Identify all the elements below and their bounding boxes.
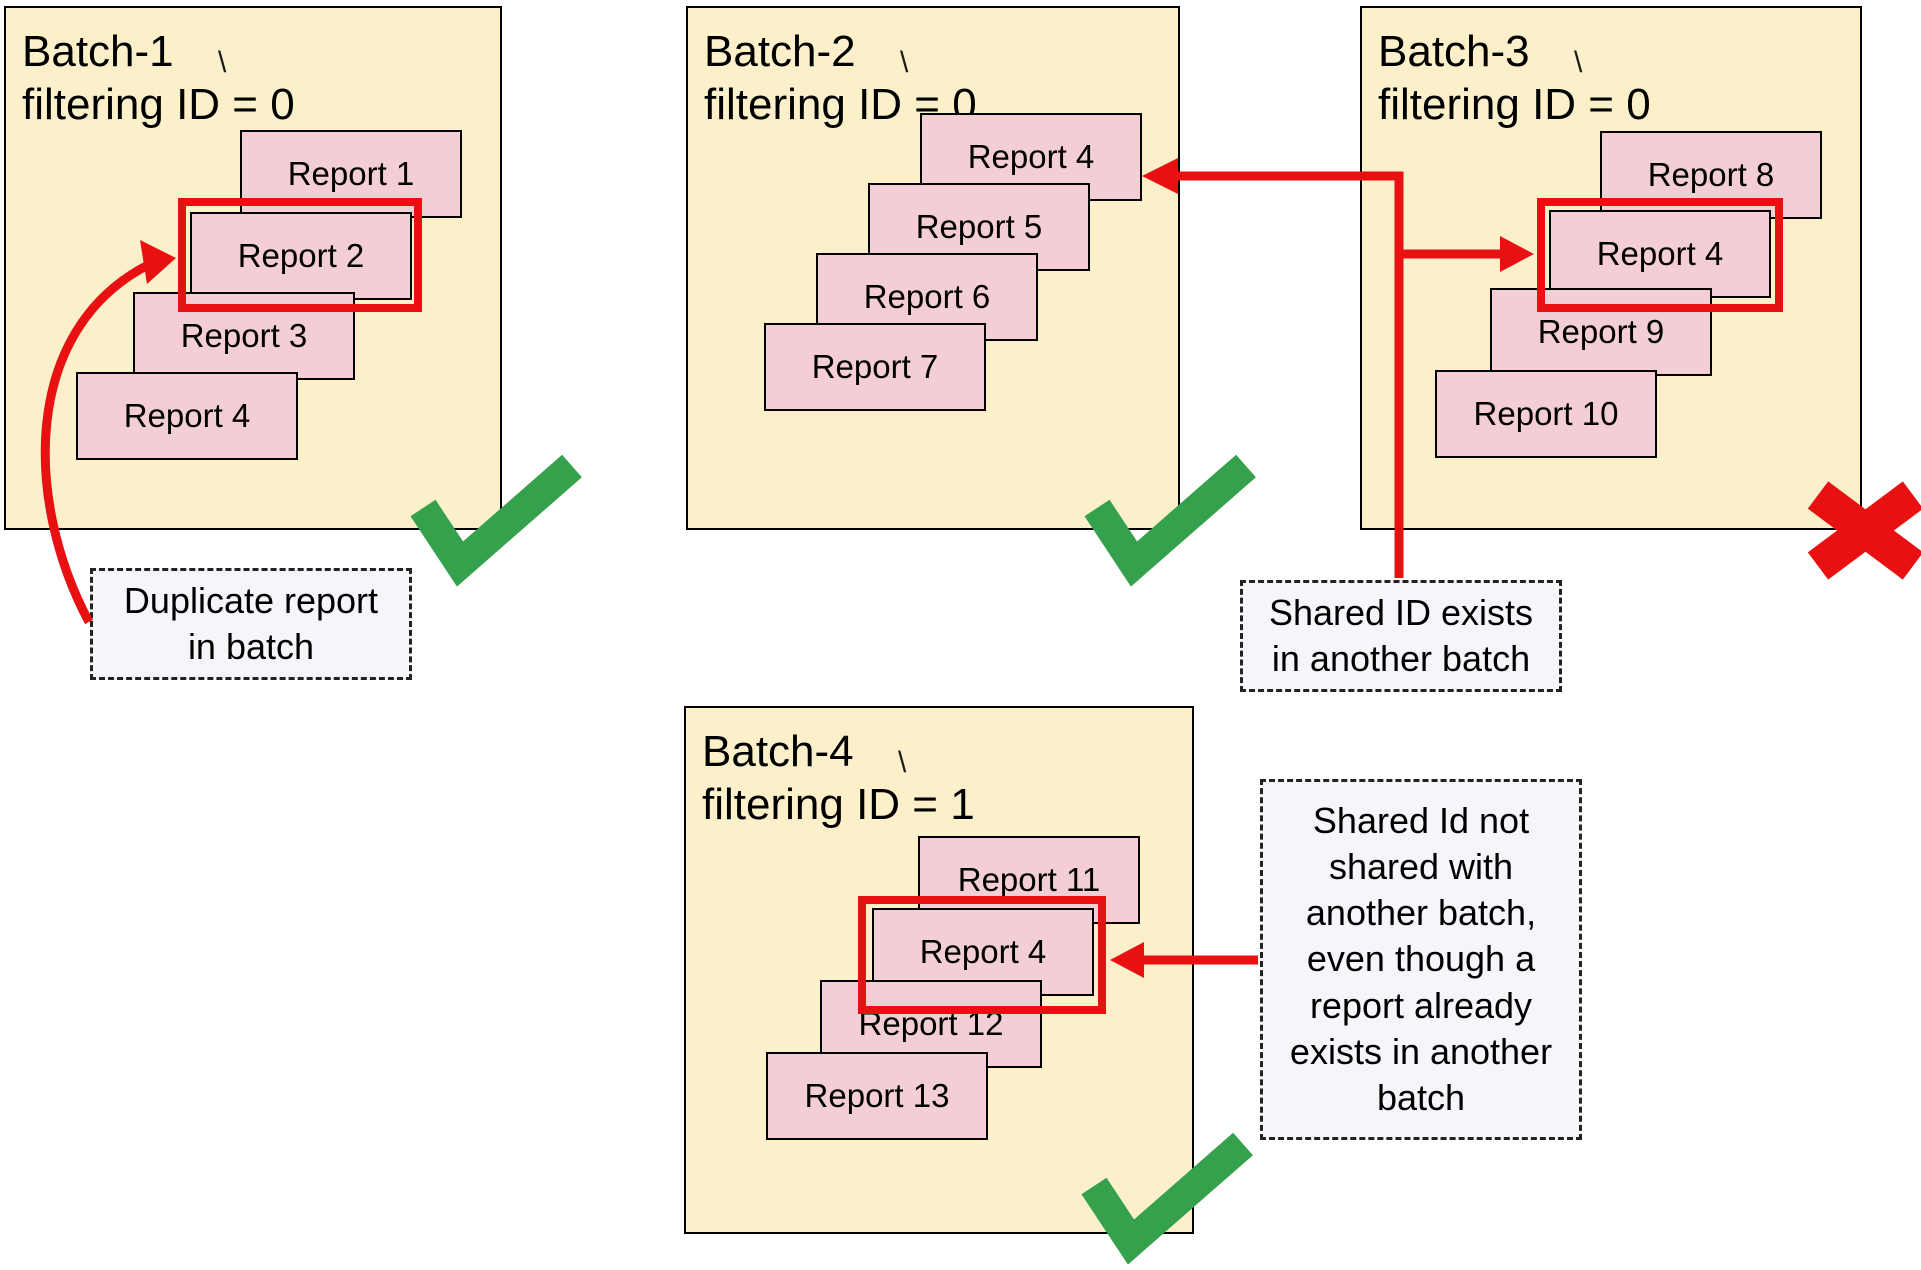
- report-card-label: Report 1: [287, 155, 415, 192]
- report-card-label: Report 13: [804, 1077, 950, 1114]
- report-card: Report 4: [1549, 210, 1771, 298]
- stray-accent-mark: \: [900, 46, 909, 79]
- batch-2-title: Batch-2: [704, 27, 856, 76]
- batch-2-box: Batch-2 filtering ID = 0 \: [686, 6, 1180, 530]
- stray-accent-mark: \: [1574, 46, 1583, 79]
- batch-4-title: Batch-4: [702, 727, 854, 776]
- batch-1-header: Batch-1 filtering ID = 0: [22, 26, 295, 132]
- stray-accent-mark: \: [218, 46, 227, 79]
- stray-accent-mark: \: [898, 746, 907, 779]
- report-card-label: Report 5: [915, 208, 1043, 245]
- batch-1-subtitle: filtering ID = 0: [22, 79, 295, 129]
- report-card-label: Report 9: [1537, 313, 1665, 350]
- batch-4-subtitle: filtering ID = 1: [702, 779, 975, 829]
- report-card-label: Report 3: [180, 317, 308, 354]
- annotation-text: Shared Id not shared with another batch,…: [1289, 800, 1553, 1118]
- report-card: Report 10: [1435, 370, 1657, 458]
- report-card-label: Report 4: [919, 933, 1047, 970]
- batch-3-header: Batch-3 filtering ID = 0: [1378, 26, 1651, 132]
- batch-3-subtitle: filtering ID = 0: [1378, 79, 1651, 129]
- annotation-shared-id-not-shared: Shared Id not shared with another batch,…: [1260, 779, 1582, 1140]
- report-card: Report 4: [872, 908, 1094, 996]
- report-card: Report 7: [764, 323, 986, 411]
- report-card-label: Report 6: [863, 278, 991, 315]
- annotation-text: Duplicate report in batch: [123, 579, 379, 667]
- not-shared-highlight-box: [858, 896, 1106, 1014]
- annotation-duplicate-report: Duplicate report in batch: [90, 568, 412, 680]
- batch-4-header: Batch-4 filtering ID = 1: [702, 726, 975, 832]
- report-card-label: Report 10: [1473, 395, 1619, 432]
- report-card-label: Report 4: [123, 397, 251, 434]
- annotation-text: Shared ID exists in another batch: [1268, 591, 1534, 679]
- report-card-label: Report 4: [967, 138, 1095, 175]
- duplicate-highlight-box: [178, 198, 422, 312]
- report-card-label: Report 8: [1647, 156, 1775, 193]
- annotation-shared-id-exists: Shared ID exists in another batch: [1240, 580, 1562, 692]
- batch-3-title: Batch-3: [1378, 27, 1530, 76]
- report-card: Report 4: [76, 372, 298, 460]
- report-card-label: Report 11: [957, 861, 1101, 898]
- report-card: Report 9: [1490, 288, 1712, 376]
- report-card-label: Report 2: [237, 237, 365, 274]
- shared-id-highlight-box: [1537, 198, 1783, 312]
- report-card-label: Report 7: [811, 348, 939, 385]
- batch-1-title: Batch-1: [22, 27, 174, 76]
- report-card-label: Report 4: [1596, 235, 1724, 272]
- report-card: Report 13: [766, 1052, 988, 1140]
